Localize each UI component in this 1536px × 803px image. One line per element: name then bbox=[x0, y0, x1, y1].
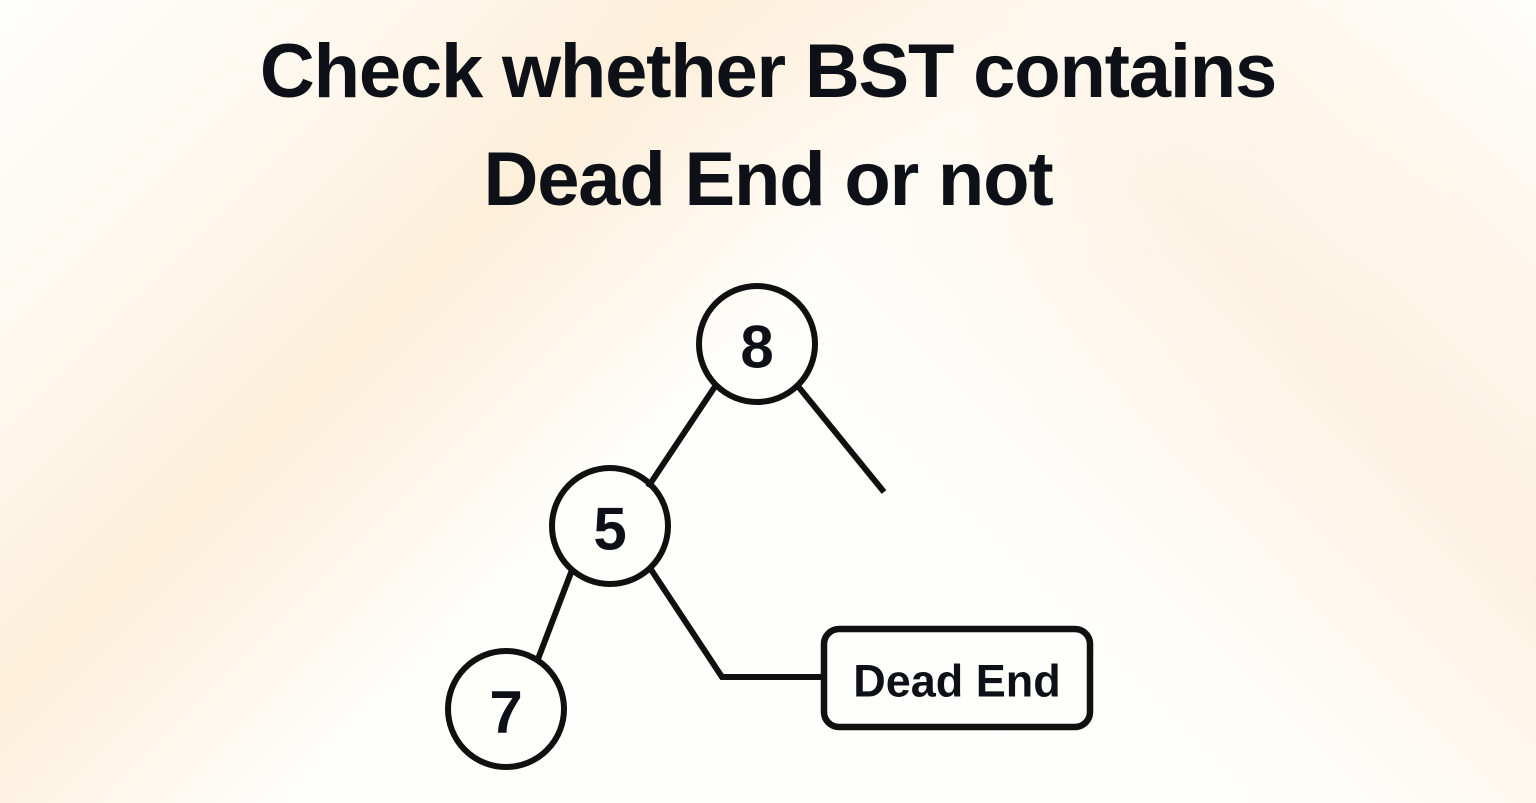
bst-node-7-label: 7 bbox=[489, 679, 522, 746]
deadend-box-outline bbox=[820, 625, 1094, 731]
bst-node-7-circle bbox=[445, 648, 567, 770]
page-title-line-1: Check whether BST contains bbox=[259, 29, 1277, 114]
bst-node-8-circle bbox=[696, 283, 818, 405]
page-title: Check whether BST contains Dead End or n… bbox=[0, 18, 1536, 234]
bst-node-8-label: 8 bbox=[740, 314, 773, 381]
bst-node-5-circle bbox=[549, 465, 671, 587]
bst-node-5-label: 5 bbox=[593, 496, 626, 563]
bst-node-5[interactable]: 5 bbox=[549, 465, 671, 587]
edge-root-to-left-child bbox=[645, 383, 719, 489]
deadend-box-label: Dead End bbox=[853, 656, 1061, 707]
bst-node-7[interactable]: 7 bbox=[445, 648, 567, 770]
edge-left-child-to-deadend-box bbox=[647, 566, 824, 680]
edge-left-child-to-left-left bbox=[535, 568, 575, 661]
edge-root-right-dangling-stub bbox=[794, 383, 887, 494]
deadend-annotation-box[interactable]: Dead End bbox=[820, 625, 1094, 731]
bst-node-8[interactable]: 8 bbox=[696, 283, 818, 405]
page-title-line-2: Dead End or not bbox=[483, 136, 1054, 222]
